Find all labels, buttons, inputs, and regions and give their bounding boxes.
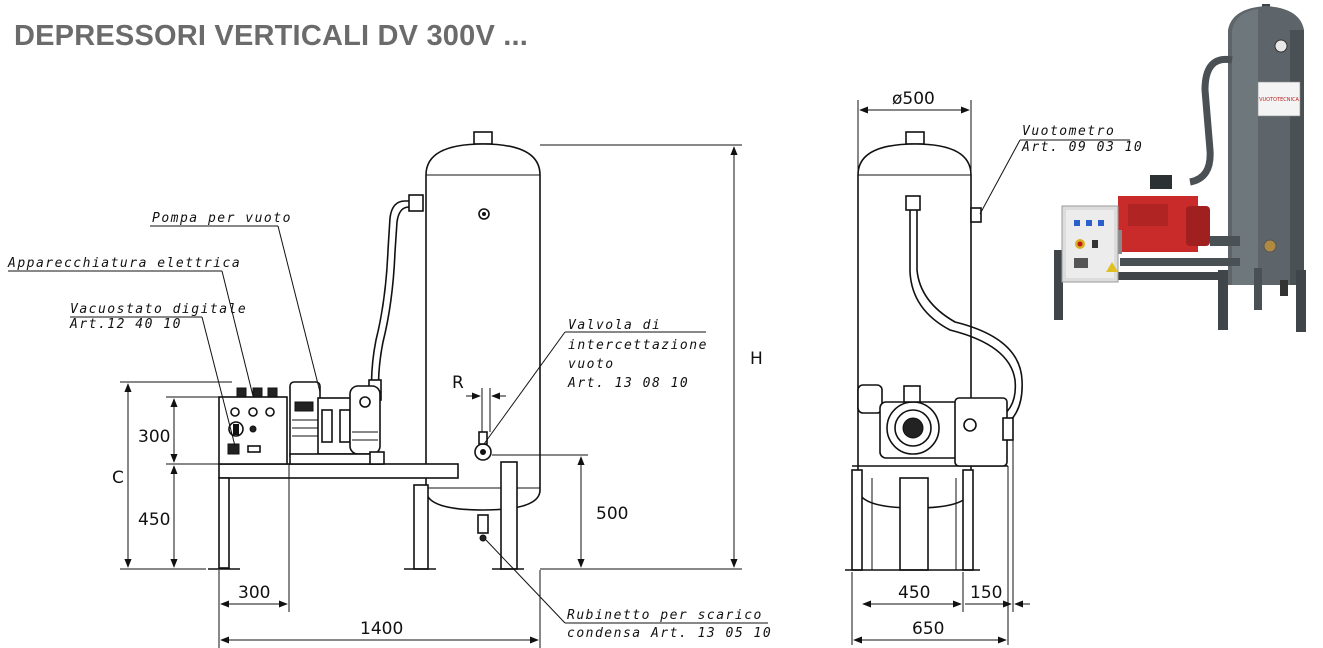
tank-side [845, 131, 1008, 571]
label-vacuostato-2: Art.12 40 10 [69, 317, 182, 332]
pump-platform [218, 463, 459, 479]
label-pompa: Pompa per vuoto [152, 211, 292, 226]
label-vacuostato-1: Vacuostato digitale [70, 302, 247, 317]
dimensions-side [851, 100, 1030, 645]
front-view: Pompa per vuoto Apparecchiatura elettric… [7, 131, 772, 648]
dim-phi500: ø500 [892, 89, 935, 109]
dim-r: R [452, 373, 464, 393]
dim-300-vertical: 300 [138, 427, 170, 447]
label-valvola-1: Valvola di [568, 318, 661, 333]
label-vuotometro-1: Vuotometro [1022, 124, 1115, 139]
photo-brand-text: VUOTOTECNICA [1259, 97, 1299, 103]
dim-300-horizontal: 300 [238, 583, 270, 603]
label-valvola-3: vuoto [568, 357, 615, 372]
dim-450-vertical: 450 [138, 510, 170, 530]
dim-450-horizontal: 450 [898, 583, 930, 603]
dim-500: 500 [596, 504, 628, 524]
dim-650: 650 [912, 619, 944, 639]
vacuum-hose-front [368, 194, 424, 401]
tank-front [404, 131, 541, 570]
dim-1400: 1400 [360, 619, 403, 639]
side-view: Vuotometro Art. 09 03 10 ø500 450 150 65… [845, 89, 1143, 645]
vacuum-hose-side [905, 195, 1023, 429]
vacuum-pump-front [289, 381, 385, 465]
leader-lines-front [8, 225, 768, 624]
page-title: DEPRESSORI VERTICALI DV 300V ... [14, 20, 529, 52]
dim-h: H [750, 349, 763, 369]
label-rubinetto-1: Rubinetto per scarico [567, 608, 763, 623]
dim-c: C [112, 468, 124, 488]
label-apparecchiatura: Apparecchiatura elettrica [7, 256, 241, 271]
label-rubinetto-2: condensa Art. 13 05 10 [567, 626, 772, 641]
electrical-box-front [218, 387, 288, 465]
vacuum-pump-side [857, 384, 1014, 467]
dim-150: 150 [970, 583, 1002, 603]
label-valvola-4: Art. 13 08 10 [567, 376, 689, 391]
product-photo: VUOTOTECNICA [1054, 4, 1306, 332]
label-valvola-2: intercettazione [568, 338, 708, 353]
label-vuotometro-2: Art. 09 03 10 [1021, 140, 1143, 155]
dimensions-front [120, 144, 742, 648]
